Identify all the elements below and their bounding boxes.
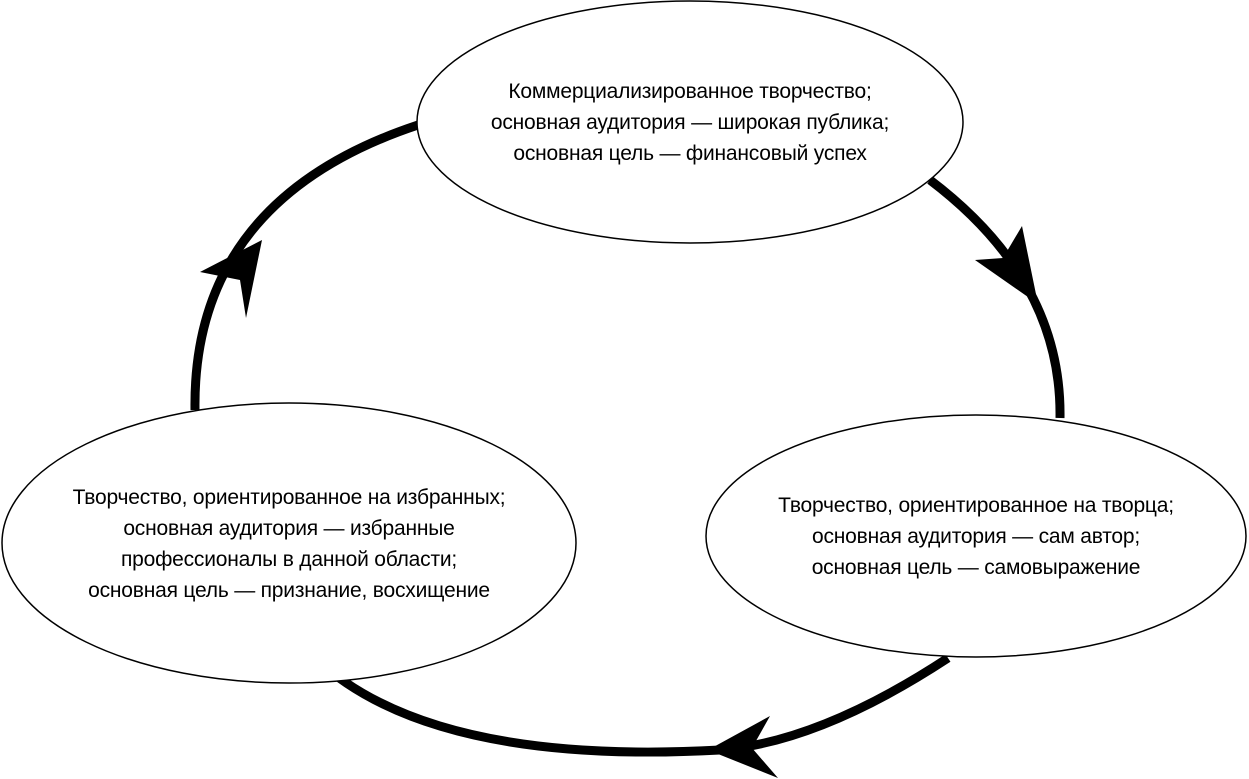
node-right-line-1: Творчество, ориентированное на творца; — [778, 493, 1174, 517]
arrowhead-top-to-right — [975, 226, 1038, 304]
arc-top-to-right — [927, 176, 1065, 419]
node-right-label: Творчество, ориентированное на творца; о… — [706, 474, 1246, 598]
node-top-line-1: Коммерциализированное творчество; — [508, 79, 872, 103]
node-right-ellipse — [705, 414, 1247, 658]
node-right-line-2: основная аудитория — сам автор; — [811, 524, 1141, 548]
node-top-line-2: основная аудитория — широкая публика; — [490, 110, 890, 134]
node-left-line-4: основная цель — признание, восхищение — [88, 579, 490, 602]
arrowhead-left-to-top — [200, 240, 262, 318]
node-left-line-1: Творчество, ориентированное на избранных… — [72, 486, 506, 509]
arc-right-to-left — [311, 654, 951, 757]
node-left-line-3: профессионалы в данной области; — [120, 548, 458, 571]
node-top-ellipse — [416, 0, 964, 244]
node-top-line-3: основная цель — финансовый успех — [513, 141, 867, 165]
node-left-line-2: основная аудитория — избранные — [123, 517, 455, 540]
node-right-line-3: основная цель — самовыражение — [811, 555, 1141, 579]
node-left-ellipse — [1, 402, 577, 684]
node-left-label: Творчество, ориентированное на избранных… — [4, 474, 574, 614]
arc-left-to-top — [190, 120, 420, 411]
node-top-label: Коммерциализированное творчество; основн… — [420, 60, 960, 184]
arrowhead-right-to-left — [708, 716, 778, 778]
